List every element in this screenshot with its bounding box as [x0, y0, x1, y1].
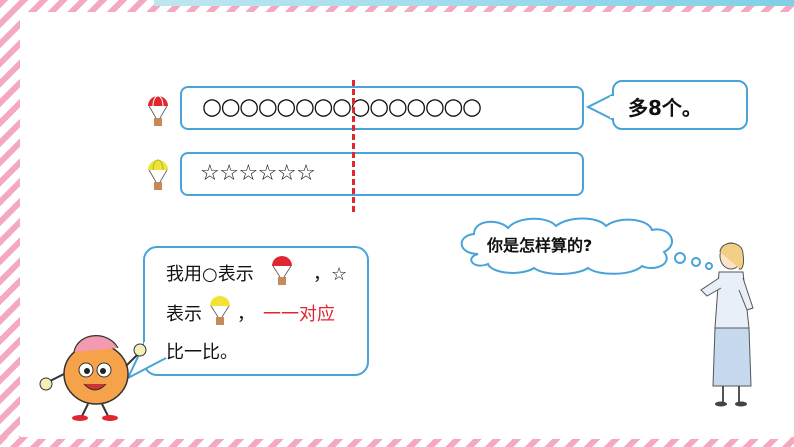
thought-cloud [460, 217, 713, 275]
decor-bar-top [154, 0, 794, 6]
speech-line1-b: ，☆ [313, 264, 348, 285]
circles-row-box: ○○○○○○○○○○○○○○○ [180, 86, 584, 130]
speech-line2-highlight: 一一对应 [263, 304, 335, 325]
yellow-parachute-icon [148, 159, 168, 190]
callout-pointer [586, 93, 615, 121]
red-parachute-icon [148, 95, 168, 126]
yellow-parachute-icon [210, 296, 230, 325]
comparison-dashed-line [352, 80, 355, 212]
decor-stripe-left [0, 0, 20, 447]
circles-row: ○○○○○○○○○○○○○○○ [202, 94, 482, 120]
speech-line1-a: 我用○表示 [166, 264, 254, 285]
thought-text: 你是怎样算的? [487, 236, 593, 255]
teacher-illustration [700, 242, 754, 407]
answer-text: 多8个。 [628, 96, 702, 120]
speech-line2-a: 表示 [166, 304, 202, 325]
decor-stripe-bottom [0, 437, 794, 447]
red-parachute-icon [272, 256, 292, 285]
speech-bubble [143, 246, 369, 376]
speech-line3: 比一比。 [166, 342, 238, 363]
speech-line2-b: ， [237, 304, 255, 325]
orange-mascot-illustration [39, 335, 147, 421]
stars-row-box: ☆☆☆☆☆☆ [180, 152, 584, 196]
stars-row: ☆☆☆☆☆☆ [200, 161, 316, 186]
